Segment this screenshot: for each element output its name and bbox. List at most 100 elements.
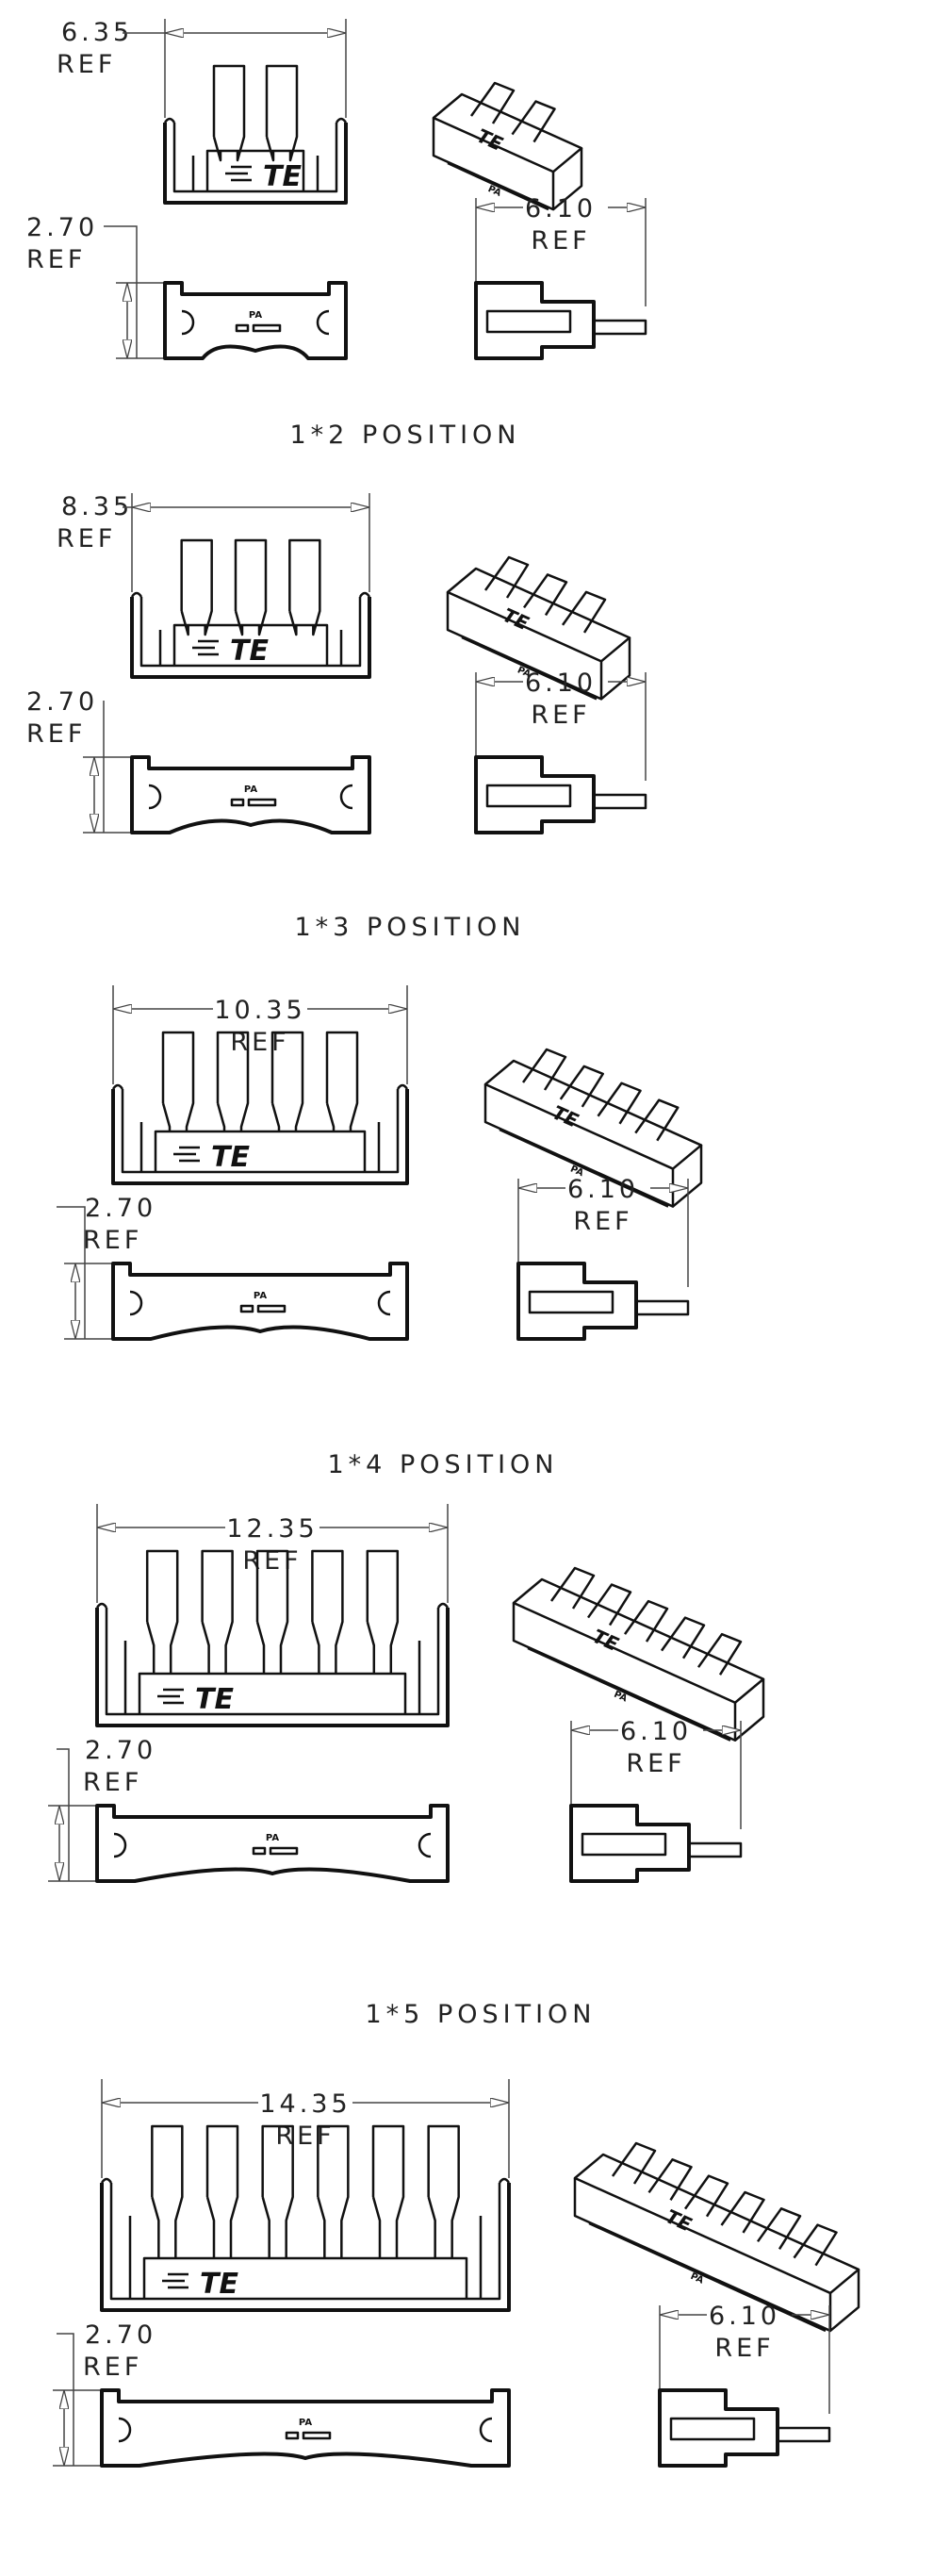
side-slot	[528, 1290, 614, 1314]
contact-finger	[427, 2124, 460, 2258]
bottom-outline	[95, 1804, 450, 1883]
te-logo: TE	[549, 1100, 582, 1131]
logo-stripes	[157, 1688, 184, 1705]
contact-finger	[317, 2124, 350, 2258]
iso-finger	[549, 1566, 596, 1610]
contact-finger	[212, 64, 246, 162]
latch-left	[181, 309, 195, 336]
side-outline	[658, 2388, 779, 2468]
position-caption: 1*4 POSITION	[328, 1450, 559, 1479]
pa-label: PA	[244, 784, 257, 795]
logo-block	[172, 623, 329, 666]
iso-finger	[683, 2174, 729, 2218]
front-outline	[130, 597, 371, 679]
iso-finger	[586, 1583, 632, 1627]
side-outline	[474, 281, 596, 360]
pa-marks	[230, 798, 277, 807]
pa-label: PA	[254, 1291, 267, 1301]
contact-finger	[255, 1549, 289, 1674]
pa-label: PA	[689, 2271, 706, 2287]
latch-right	[339, 784, 353, 810]
side-slot	[669, 2417, 756, 2441]
bottom-view: PA	[130, 755, 371, 834]
side-outline	[569, 1804, 691, 1883]
width-dimension-value: 8.35	[61, 492, 133, 521]
front-view: TE	[130, 538, 371, 679]
iso-finger	[561, 590, 607, 634]
position-caption: 1*3 POSITION	[295, 913, 526, 942]
contact-finger	[270, 1031, 304, 1131]
bottom-view: PA	[95, 1804, 450, 1883]
contact-finger	[201, 1549, 234, 1674]
iso-finger	[756, 2207, 802, 2250]
width-dimension-ref: REF	[57, 50, 116, 79]
logo-block	[138, 1672, 407, 1714]
iso-top	[573, 2153, 860, 2295]
height-dimension-value: 2.70	[85, 1194, 156, 1223]
contact-finger	[311, 1549, 344, 1674]
extension-line	[83, 756, 132, 834]
front-inner-outline	[109, 2183, 501, 2301]
iso-finger	[522, 573, 568, 617]
bottom-outline	[130, 755, 371, 834]
height-dimension-value: 2.70	[26, 687, 98, 717]
iso-finger	[483, 555, 530, 599]
extension-line	[64, 1263, 113, 1340]
pa-label: PA	[568, 1164, 585, 1179]
side-pin	[594, 793, 647, 810]
extension-line	[116, 282, 165, 359]
extension-line	[48, 1805, 97, 1882]
latch-right	[316, 309, 330, 336]
side-view	[474, 281, 647, 360]
rail-top	[335, 117, 348, 124]
front-view: TE	[111, 1031, 409, 1185]
rail-top	[111, 1083, 124, 1090]
te-logo: TE	[230, 635, 269, 668]
side-pin	[594, 319, 647, 336]
latch-left	[148, 784, 162, 810]
front-inner-outline	[139, 597, 362, 668]
height-dimension-ref: REF	[26, 245, 86, 274]
leader-line	[57, 2333, 74, 2466]
te-logo: TE	[589, 1625, 622, 1656]
pa-label: PA	[299, 2418, 312, 2428]
iso-finger	[511, 100, 556, 143]
iso-groove	[461, 636, 598, 701]
rail-top	[163, 117, 176, 124]
front-inner-outline	[105, 1608, 440, 1716]
side-view	[474, 755, 647, 834]
front-view: TE	[100, 2124, 511, 2312]
iso-body	[573, 2178, 860, 2333]
pa-label: PA	[249, 310, 262, 321]
extension-line	[53, 2389, 102, 2467]
side-slot	[581, 1832, 667, 1857]
rail-top	[358, 591, 371, 598]
height-dimension-value: 2.70	[85, 1736, 156, 1765]
logo-block	[205, 149, 305, 191]
iso-finger	[611, 2141, 657, 2185]
iso-finger	[660, 1616, 706, 1660]
height-dimension-value: 2.70	[26, 213, 98, 242]
logo-stripes	[192, 639, 219, 656]
iso-body	[432, 118, 583, 211]
pa-marks	[285, 2431, 332, 2440]
height-dimension-ref: REF	[83, 1226, 142, 1255]
iso-finger	[469, 81, 516, 124]
side-slot	[485, 784, 572, 808]
position-caption: 1*5 POSITION	[366, 2000, 597, 2029]
position-caption: 1*2 POSITION	[290, 421, 521, 450]
iso-finger	[623, 1599, 669, 1643]
front-outline	[100, 2183, 511, 2312]
iso-finger	[720, 2190, 765, 2234]
logo-stripes	[173, 1146, 200, 1163]
iso-finger	[793, 2223, 838, 2267]
rail-top	[130, 591, 143, 598]
bottom-view: PA	[100, 2388, 511, 2468]
contact-finger	[205, 2124, 239, 2258]
iso-groove	[527, 1646, 731, 1742]
contact-finger	[366, 1549, 400, 1674]
bottom-outline	[100, 2388, 511, 2468]
